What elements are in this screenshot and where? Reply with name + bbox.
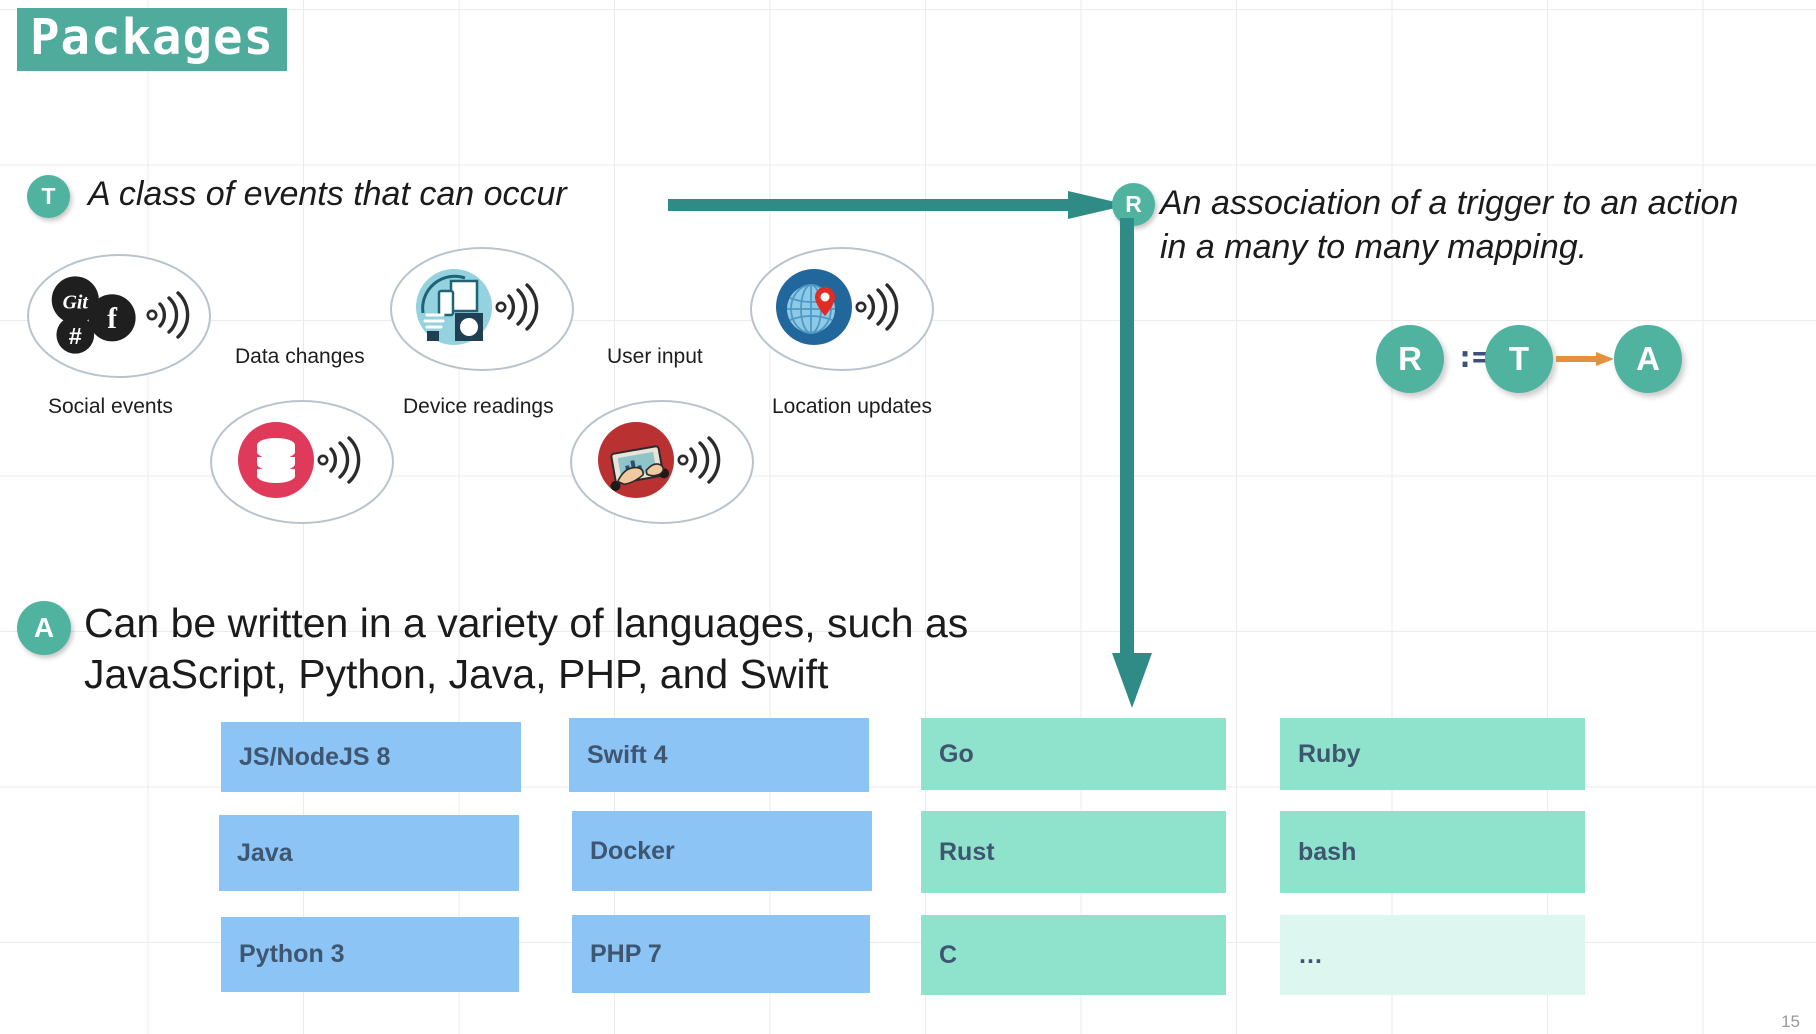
social-logos-icon: Git # f — [51, 276, 136, 354]
language-box[interactable]: bash — [1280, 811, 1585, 893]
broadcast-waves-icon — [677, 436, 721, 484]
broadcast-waves-icon — [146, 291, 190, 339]
svg-text:Git: Git — [63, 291, 89, 313]
trigger-label-user-input: User input — [607, 345, 703, 368]
trigger-description: A class of events that can occur — [88, 175, 567, 213]
svg-text:#: # — [69, 323, 82, 349]
broadcast-waves-icon — [855, 283, 899, 331]
globe-pin-icon — [773, 267, 918, 347]
language-box[interactable]: JS/NodeJS 8 — [221, 722, 521, 792]
language-box[interactable]: Go — [921, 718, 1226, 790]
action-description: Can be written in a variety of languages… — [84, 600, 969, 698]
rule-description: An association of a trigger to an action… — [1160, 184, 1739, 266]
globe-location-icon — [776, 269, 852, 345]
formula-trigger-badge: T — [1485, 325, 1553, 393]
user-tablet-icon — [598, 422, 674, 498]
language-box[interactable]: C — [921, 915, 1226, 995]
language-box[interactable]: Rust — [921, 811, 1226, 893]
language-box[interactable]: Ruby — [1280, 718, 1585, 790]
database-icon — [235, 420, 380, 500]
broadcast-waves-icon — [317, 436, 361, 484]
arrow-right-icon — [1556, 352, 1614, 366]
arrow-trigger-to-rule — [668, 191, 1128, 219]
page-title: Packages — [17, 8, 288, 71]
trigger-label-location-updates: Location updates — [772, 395, 932, 418]
page-number: 15 — [1781, 1012, 1800, 1031]
formula-assign-symbol: := — [1456, 340, 1490, 375]
database-cylinder-icon — [238, 422, 314, 498]
trigger-label-data-changes: Data changes — [235, 345, 365, 368]
formula-rule-badge: R — [1376, 325, 1444, 393]
formula-action-badge: A — [1614, 325, 1682, 393]
svg-text:f: f — [107, 303, 118, 335]
language-box[interactable]: Java — [219, 815, 519, 891]
badge-action: A — [17, 601, 71, 655]
language-box[interactable]: Swift 4 — [569, 718, 869, 792]
connected-devices-icon — [416, 269, 492, 345]
tablet-user-icon — [595, 420, 740, 500]
trigger-label-device-readings: Device readings — [403, 395, 554, 418]
language-box[interactable]: … — [1280, 915, 1585, 995]
language-box[interactable]: Python 3 — [221, 917, 519, 992]
broadcast-waves-icon — [495, 283, 539, 331]
trigger-label-social-events: Social events — [48, 395, 173, 418]
language-box[interactable]: Docker — [572, 811, 872, 891]
language-box[interactable]: PHP 7 — [572, 915, 870, 993]
badge-trigger: T — [27, 175, 70, 218]
arrow-rule-to-languages — [1112, 218, 1152, 708]
devices-icon — [413, 267, 558, 347]
social-events-icon: Git # f — [47, 274, 192, 356]
